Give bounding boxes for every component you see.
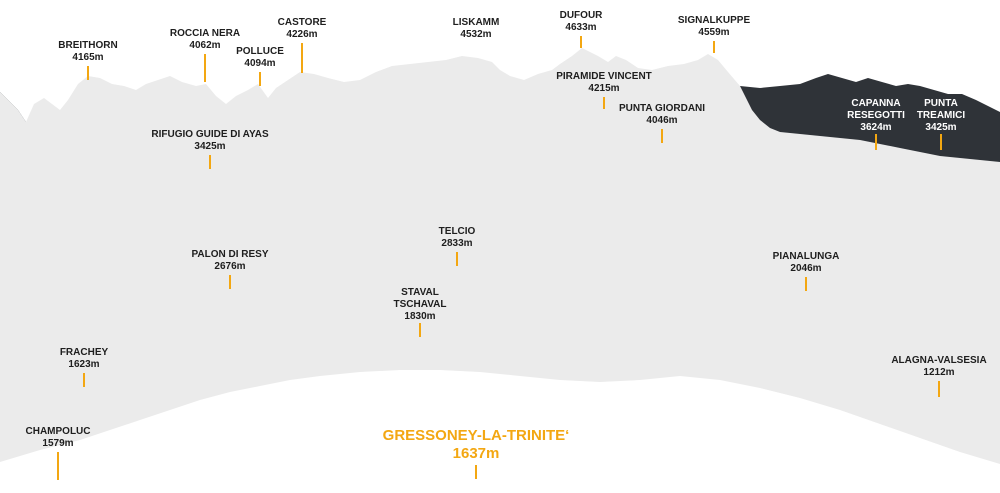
marker-tick xyxy=(938,381,940,397)
place-name: CASTORE xyxy=(277,17,327,28)
marker-tick xyxy=(805,277,807,291)
valley-floor xyxy=(0,370,1000,493)
marker-tick xyxy=(229,275,231,289)
label-castore: CASTORE 4226m xyxy=(278,17,327,41)
label-signalkuppe: SIGNALKUPPE 4559m xyxy=(678,15,750,39)
label-alagna-valsesia: ALAGNA-VALSESIA 1212m xyxy=(891,355,986,379)
marker-tick xyxy=(475,465,477,479)
place-name: PUNTA GIORDANI xyxy=(618,103,706,114)
marker-tick xyxy=(661,129,663,143)
marker-tick xyxy=(875,134,877,150)
place-elevation: 2833m xyxy=(441,238,473,249)
place-name: BREITHORN xyxy=(58,40,118,51)
label-liskamm: LISKAMM 4532m xyxy=(453,17,500,41)
place-name: PIRAMIDE VINCENT xyxy=(556,71,652,82)
label-breithorn: BREITHORN 4165m xyxy=(58,40,117,64)
place-elevation: 4532m xyxy=(460,29,492,40)
label-frachey: FRACHEY 1623m xyxy=(60,347,108,371)
label-gressoney-la-trinite: GRESSONEY-LA-TRINITE‘ 1637m xyxy=(383,427,570,463)
place-elevation: 4633m xyxy=(565,22,597,33)
place-elevation: 1623m xyxy=(68,359,100,370)
label-capanna-resegotti: CAPANNA RESEGOTTI 3624m xyxy=(841,98,911,134)
place-name: POLLUCE xyxy=(236,46,284,57)
place-elevation: 1830m xyxy=(404,311,436,322)
marker-tick xyxy=(713,41,715,53)
marker-tick xyxy=(83,373,85,387)
place-elevation: 4046m xyxy=(646,115,678,126)
mountain-silhouette xyxy=(0,48,1000,493)
label-punta-giordani: PUNTA GIORDANI 4046m xyxy=(619,103,705,127)
label-pianalunga: PIANALUNGA 2046m xyxy=(773,251,840,275)
place-elevation: 4165m xyxy=(72,52,104,63)
place-name: FRACHEY xyxy=(59,347,109,358)
label-polluce: POLLUCE 4094m xyxy=(236,46,284,70)
marker-tick xyxy=(419,323,421,337)
marker-tick xyxy=(209,155,211,169)
place-elevation: 3425m xyxy=(925,122,957,133)
label-punta-treamici: PUNTA TREAMICI 3425m xyxy=(911,98,971,134)
place-name: TELCIO xyxy=(438,226,476,237)
marker-tick xyxy=(940,134,942,150)
place-name: CHAMPOLUC xyxy=(25,426,91,437)
place-name: ALAGNA-VALSESIA xyxy=(891,355,987,366)
label-palon-di-resy: PALON DI RESY 2676m xyxy=(191,249,268,273)
marker-tick xyxy=(204,54,206,82)
place-name: PUNTA TREAMICI xyxy=(916,98,966,121)
label-roccia-nera: ROCCIA NERA 4062m xyxy=(170,28,240,52)
place-elevation: 2676m xyxy=(214,261,246,272)
place-elevation: 1637m xyxy=(452,445,500,462)
place-elevation: 3425m xyxy=(194,141,226,152)
place-elevation: 1579m xyxy=(42,438,74,449)
label-dufour: DUFOUR 4633m xyxy=(560,10,603,34)
marker-tick xyxy=(456,252,458,266)
place-name: LISKAMM xyxy=(452,17,500,28)
place-name: PALON DI RESY xyxy=(191,249,269,260)
marker-tick xyxy=(259,72,261,86)
label-staval-tschaval: STAVAL TSCHAVAL 1830m xyxy=(388,287,452,323)
place-elevation: 4559m xyxy=(698,27,730,38)
place-name: GRESSONEY-LA-TRINITE‘ xyxy=(382,427,570,444)
marker-tick xyxy=(301,43,303,73)
marker-tick xyxy=(87,66,89,80)
marker-tick xyxy=(57,452,59,480)
place-name: CAPANNA RESEGOTTI xyxy=(847,98,905,121)
label-rifugio-guide-di-ayas: RIFUGIO GUIDE DI AYAS 3425m xyxy=(151,129,268,153)
place-elevation: 4226m xyxy=(286,29,318,40)
place-name: RIFUGIO GUIDE DI AYAS xyxy=(151,129,269,140)
place-elevation: 4215m xyxy=(588,83,620,94)
place-elevation: 2046m xyxy=(790,263,822,274)
place-elevation: 4062m xyxy=(189,40,221,51)
place-elevation: 4094m xyxy=(244,58,276,69)
marker-tick xyxy=(603,97,605,109)
place-name: SIGNALKUPPE xyxy=(677,15,751,26)
place-elevation: 3624m xyxy=(860,122,892,133)
label-champoluc: CHAMPOLUC 1579m xyxy=(26,426,91,450)
place-name: ROCCIA NERA xyxy=(169,28,241,39)
place-name: PIANALUNGA xyxy=(772,251,840,262)
place-name: STAVAL TSCHAVAL xyxy=(393,287,447,310)
label-piramide-vincent: PIRAMIDE VINCENT 4215m xyxy=(556,71,652,95)
marker-tick xyxy=(580,36,582,48)
label-telcio: TELCIO 2833m xyxy=(439,226,476,250)
place-elevation: 1212m xyxy=(923,367,955,378)
place-name: DUFOUR xyxy=(559,10,603,21)
dark-right-ridge xyxy=(740,74,1000,162)
